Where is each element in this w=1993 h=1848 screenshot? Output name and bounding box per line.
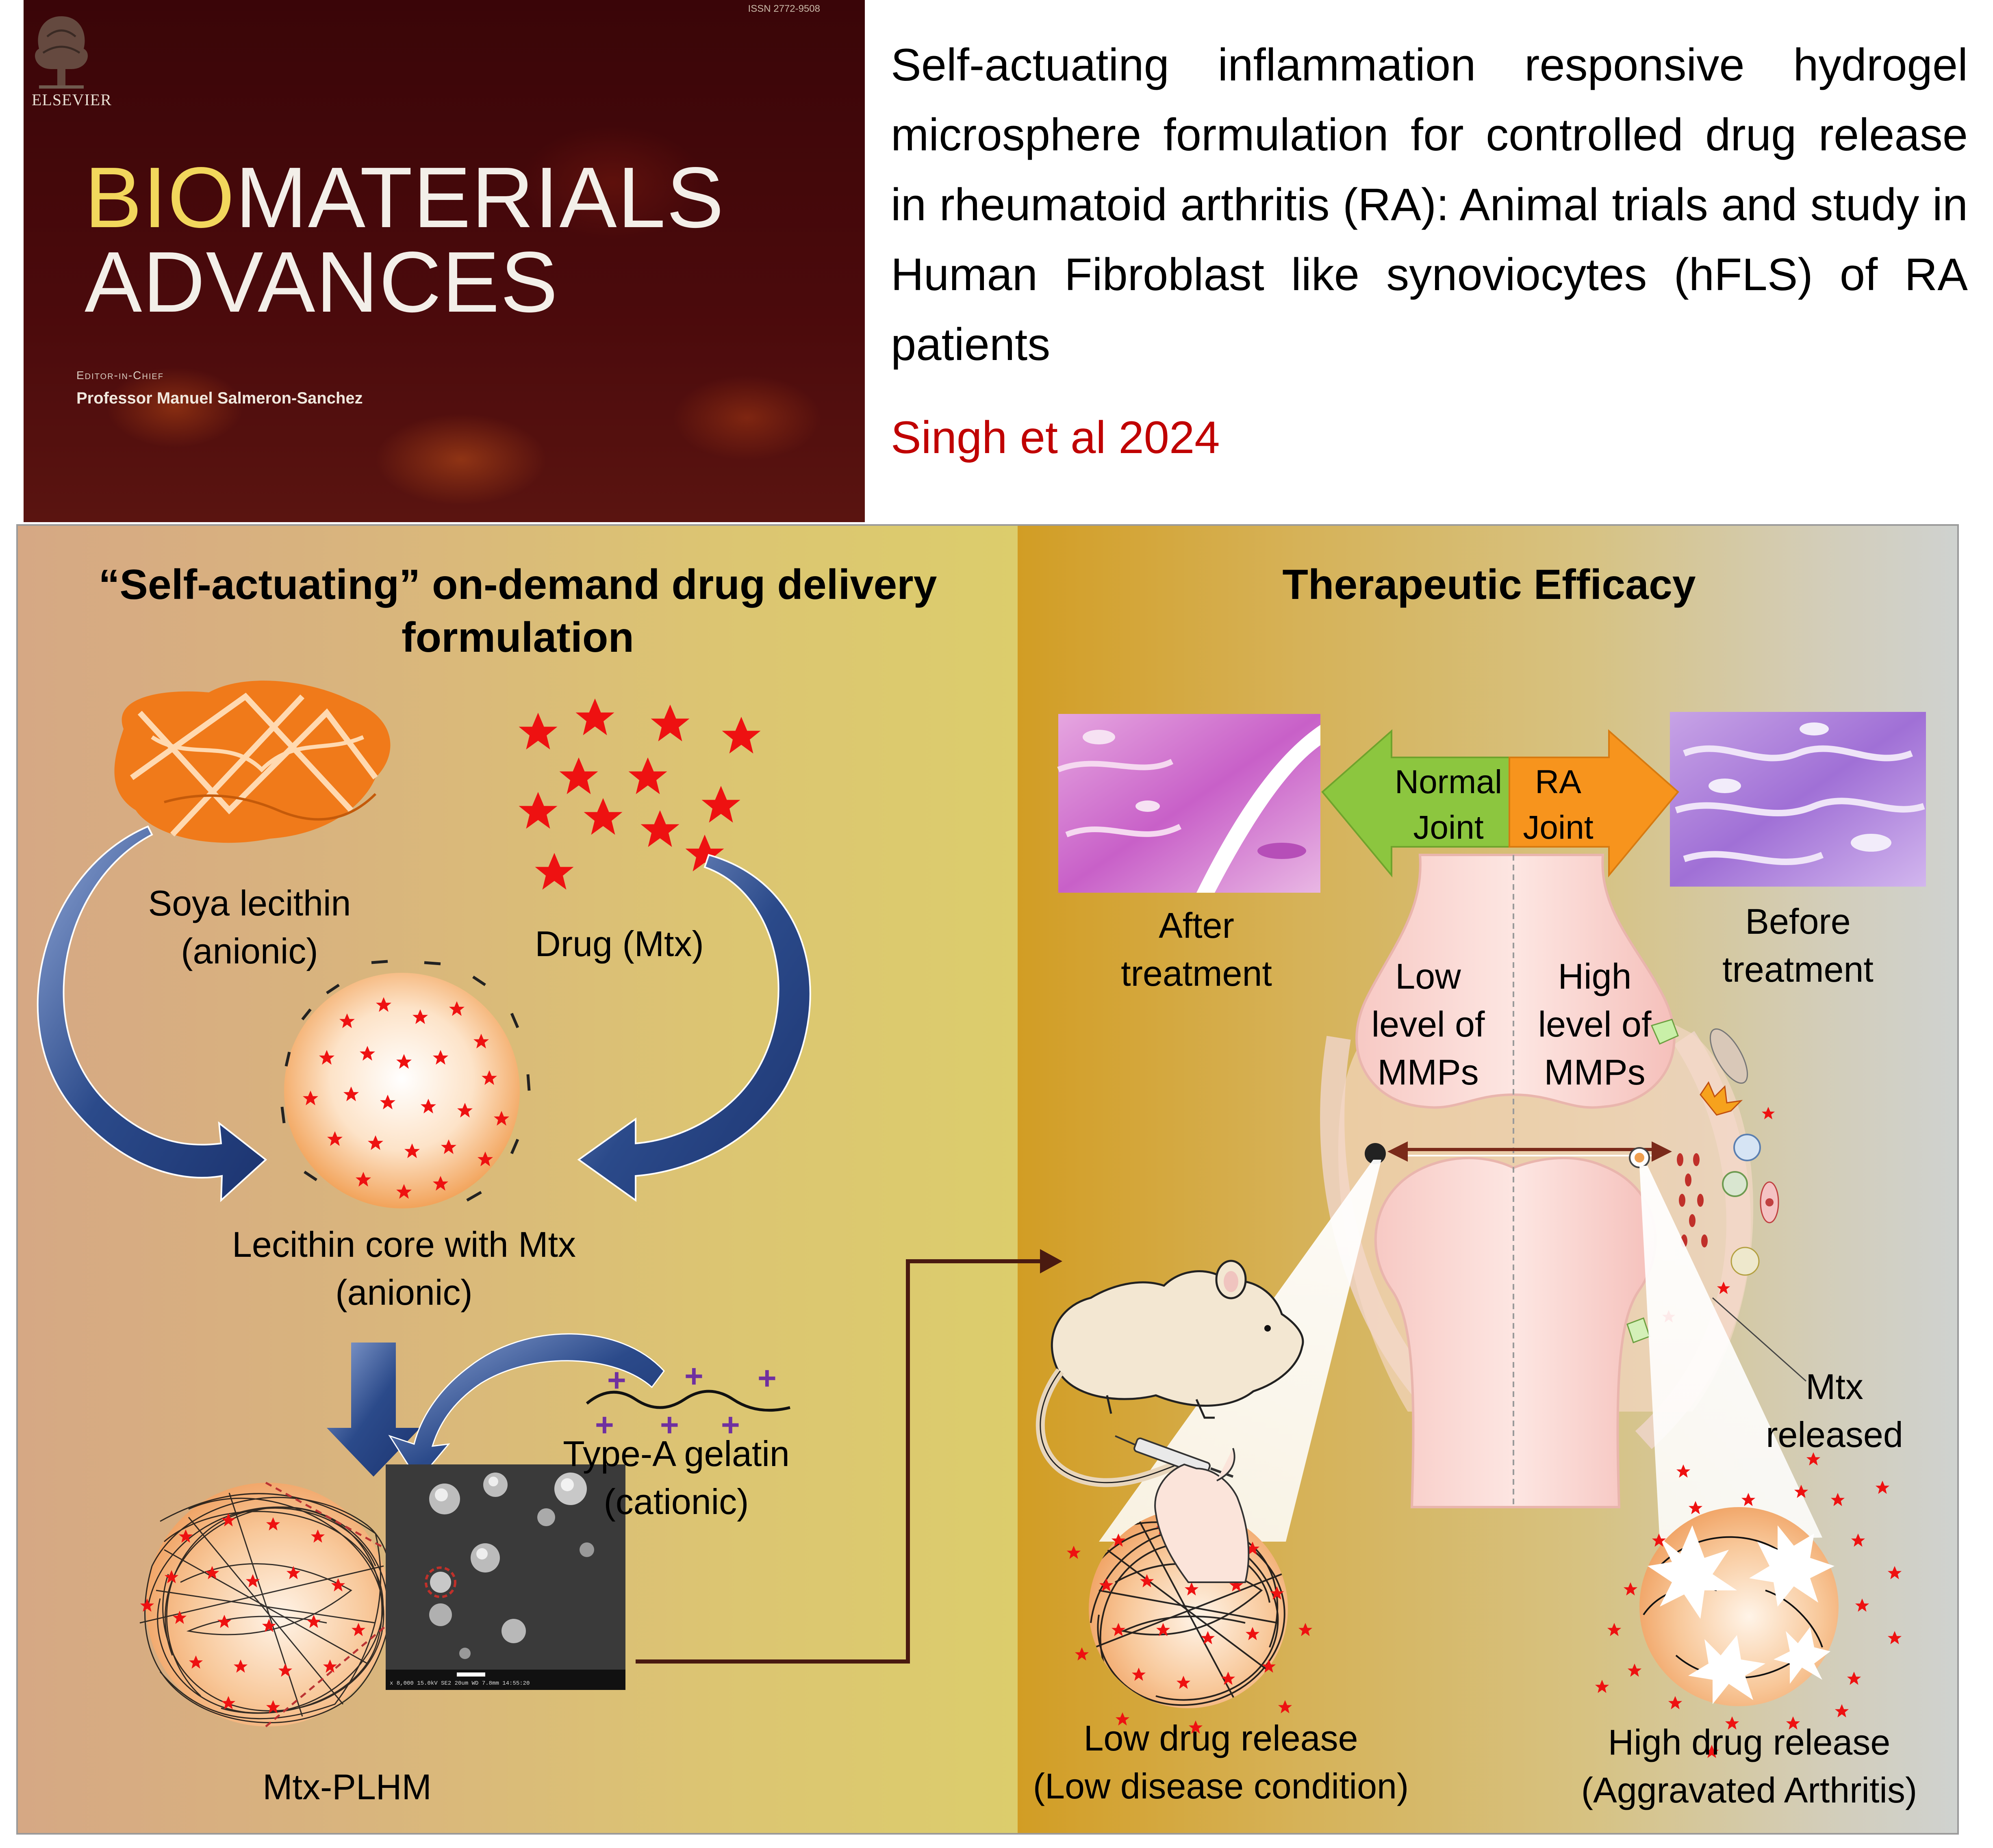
soya-lecithin-label: Soya lecithin (anionic): [148, 883, 351, 971]
diagram-graphics: + + + + + +: [37, 681, 1926, 1758]
gelatin-chain-icon: + + + + + +: [586, 1358, 790, 1443]
graphical-abstract-panel: + + + + + +: [16, 524, 1959, 1835]
cover-title-line1: BIOMATERIALS: [85, 154, 725, 241]
normal-joint-label: Normal Joint: [1394, 763, 1502, 846]
cover-publisher: ELSEVIER: [32, 91, 112, 109]
high-mmp-label: High level of MMPs: [1538, 956, 1652, 1092]
soya-lecithin-icon: [114, 681, 391, 843]
inflammatory-cells: [1626, 1019, 1779, 1343]
right-heading: Therapeutic Efficacy: [1282, 561, 1696, 608]
high-release-sphere: [1639, 1507, 1839, 1706]
normal-ra-double-arrow: [1321, 729, 1679, 878]
gelatin-label: Type-A gelatin (cationic): [563, 1434, 790, 1522]
arrow-drug-to-core: [577, 854, 811, 1202]
hand-icon: [1154, 1448, 1250, 1583]
svg-text:+: +: [595, 1407, 614, 1443]
histology-before-treatment: [1670, 712, 1926, 887]
mmp-double-arrow: [1387, 1141, 1672, 1162]
cover-editor-label: Editor-in-Chief: [76, 369, 164, 382]
svg-text:+: +: [721, 1407, 740, 1443]
before-treatment-label: Before treatment: [1722, 901, 1874, 989]
svg-text:+: +: [684, 1358, 703, 1394]
drug-label: Drug (Mtx): [535, 924, 704, 964]
lower-bone: [1374, 1156, 1657, 1508]
cover-title-line2: ADVANCES: [85, 234, 559, 330]
ra-joint-label: RA Joint: [1523, 763, 1594, 846]
svg-text:+: +: [660, 1407, 679, 1443]
arrow-plhm-to-rat: [636, 1259, 1046, 1664]
mtx-plhm-sphere: [139, 1483, 393, 1727]
left-heading: “Self-actuating” on-demand drug delivery…: [98, 561, 937, 661]
high-release-label: High drug release (Aggravated Arthritis): [1581, 1722, 1917, 1810]
cover-title-materials: MATERIALS: [235, 149, 725, 245]
after-treatment-label: After treatment: [1121, 905, 1272, 993]
svg-text:+: +: [607, 1362, 626, 1398]
low-side-particle: [1365, 1143, 1386, 1164]
cover-editor-name: Professor Manuel Salmeron-Sanchez: [76, 389, 363, 407]
low-mmp-label: Low level of MMPs: [1371, 956, 1485, 1092]
elsevier-tree-logo: [35, 16, 88, 89]
rat-icon: [1036, 1260, 1304, 1487]
lecithin-core-sphere: [280, 960, 531, 1208]
beam-high: [1639, 1166, 1822, 1542]
mtx-plhm-label: Mtx-PLHM: [263, 1767, 432, 1807]
sem-micrograph: x 8,000 15.0kV SE2 20um WD 7.8mm 14:55:2…: [386, 1464, 625, 1690]
svg-text:+: +: [758, 1360, 777, 1396]
cover-title-bio: BIO: [85, 149, 236, 245]
mtx-pointer-line: [1712, 1297, 1806, 1382]
paper-title: Self-actuating inflammation responsive h…: [891, 39, 1968, 370]
svg-text:x 8,000 15.0kV SE2 20um: x 8,000 15.0kV SE2 20um WD 7.8mm 14:55:2…: [390, 1680, 530, 1687]
journal-cover: ISSN 2772-9508 ELSEVIER BIOMATERIALS ADV…: [24, 0, 865, 522]
low-release-label: Low drug release (Low disease condition): [1033, 1718, 1409, 1806]
histology-after-treatment: [1057, 714, 1320, 893]
arrow-soya-to-core: [37, 825, 267, 1202]
paper-citation: Singh et al 2024: [891, 412, 1220, 463]
lecithin-core-label: Lecithin core with Mtx (anionic): [232, 1224, 576, 1312]
cover-issn: ISSN 2772-9508: [748, 3, 820, 14]
upper-bone: [1355, 854, 1676, 1109]
mtx-released-label: Mtx released: [1766, 1366, 1903, 1455]
